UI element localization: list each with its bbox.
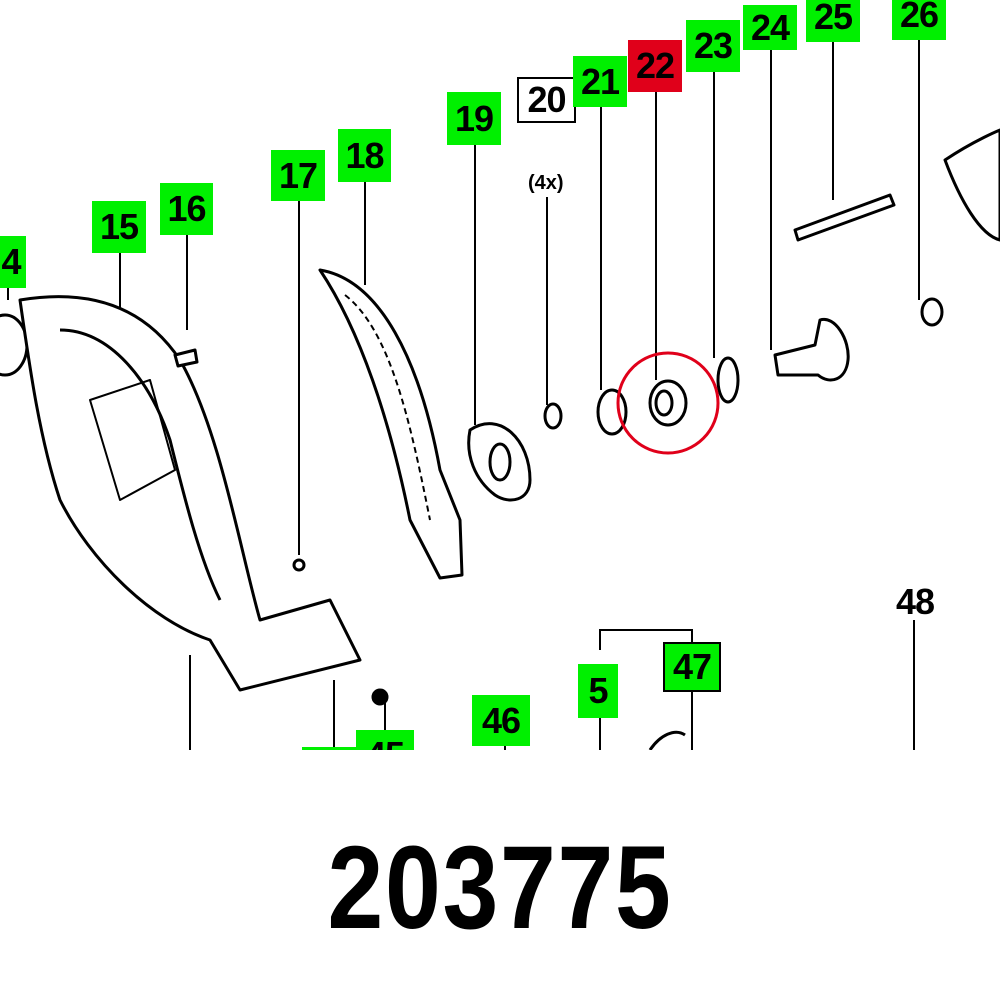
quantity-note: (4x)	[528, 172, 564, 194]
callout-48[interactable]: 48	[895, 581, 935, 622]
callout-17[interactable]: 17	[271, 150, 325, 201]
part-number: 203775	[327, 822, 673, 954]
callout-15[interactable]: 15	[92, 201, 146, 253]
highlight-circle	[616, 351, 720, 455]
exploded-view-drawing: 4 15 16 17 18 19 20 (4x) 21 22 23 24 25 …	[0, 0, 1000, 750]
callout-24[interactable]: 24	[743, 5, 797, 50]
part-illustrations	[0, 40, 1000, 750]
callout-22-highlighted[interactable]: 22	[628, 40, 682, 92]
callout-25[interactable]: 25	[806, 0, 860, 42]
callout-5[interactable]: 5	[578, 664, 618, 718]
callout-46[interactable]: 46	[472, 695, 530, 746]
callout-18[interactable]: 18	[338, 129, 391, 182]
callout-19[interactable]: 19	[447, 92, 501, 145]
callout-14[interactable]: 4	[0, 236, 26, 288]
callout-26[interactable]: 26	[892, 0, 946, 40]
callout-45[interactable]: 45	[356, 730, 414, 750]
callout-47[interactable]: 47	[663, 642, 721, 692]
callout-23[interactable]: 23	[686, 20, 740, 72]
callout-16[interactable]: 16	[160, 183, 213, 235]
callout-cropped[interactable]	[302, 747, 356, 750]
callout-20[interactable]: 20	[517, 77, 576, 123]
callout-21[interactable]: 21	[573, 56, 627, 107]
